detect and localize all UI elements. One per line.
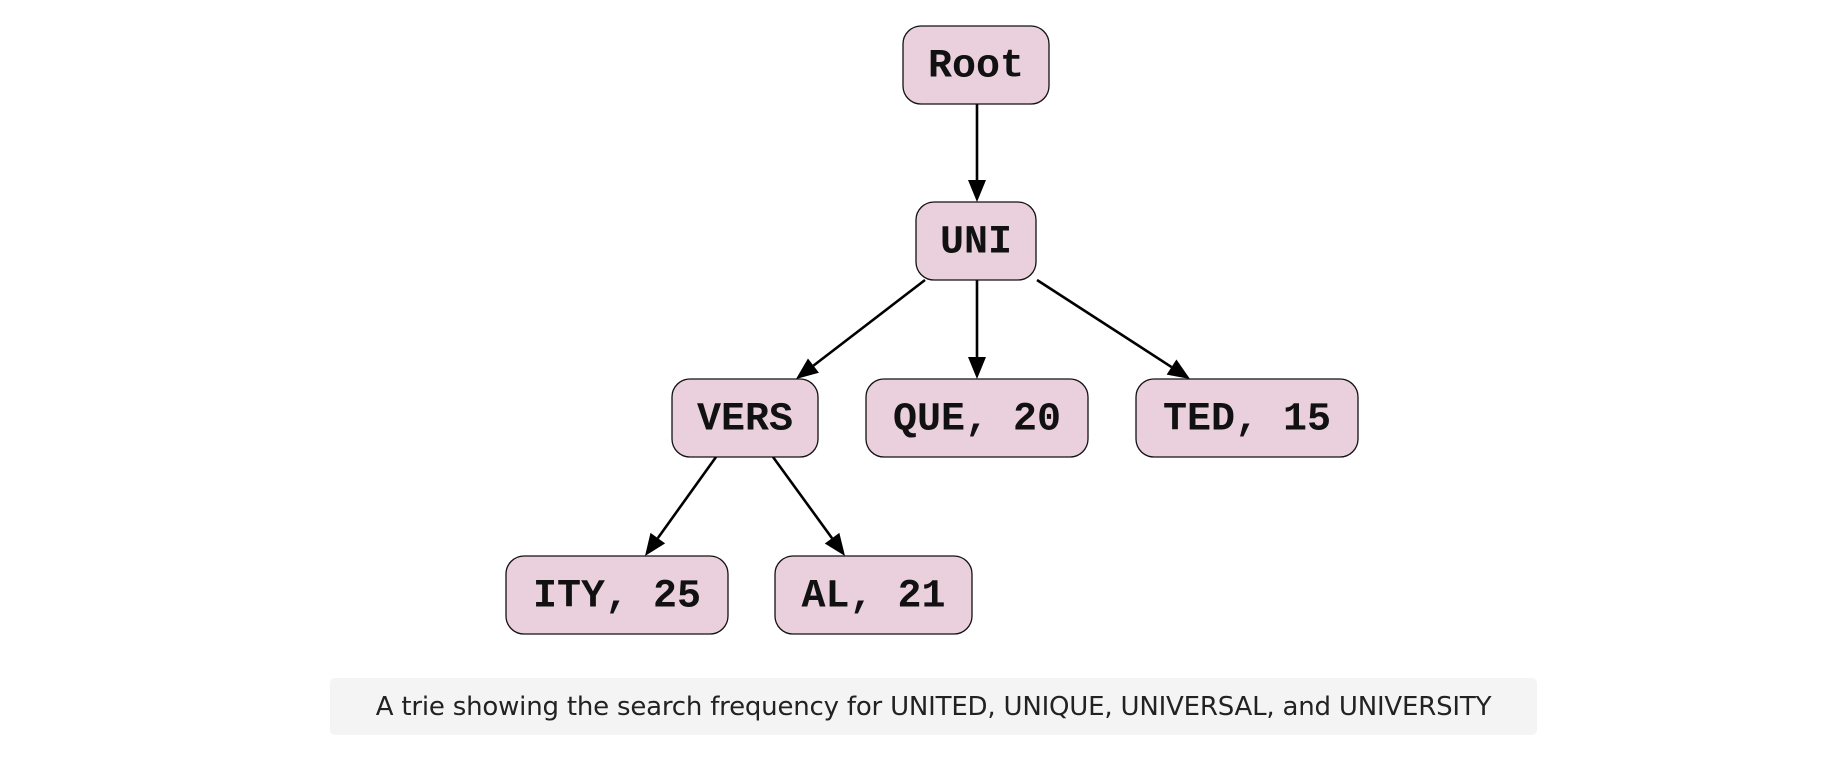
node-box	[671, 378, 819, 458]
edge-vers-ity	[645, 456, 718, 556]
node-box	[915, 201, 1037, 281]
node-box	[865, 378, 1089, 458]
node-que: QUE, 20	[865, 378, 1089, 458]
arrowhead-icon	[796, 358, 819, 379]
edge-line	[656, 456, 718, 539]
node-label: Root	[928, 45, 1024, 90]
node-ted: TED, 15	[1135, 378, 1359, 458]
node-vers: VERS	[671, 378, 819, 458]
node-label: TED, 15	[1163, 398, 1331, 443]
node-box	[902, 25, 1050, 105]
node-root: Root	[902, 25, 1050, 105]
edge-line	[812, 278, 926, 367]
edge-uni-ted	[1036, 278, 1190, 379]
caption-box: A trie showing the search frequency for …	[330, 678, 1537, 735]
node-al: AL, 21	[774, 555, 973, 635]
node-box	[1135, 378, 1359, 458]
edge-uni-vers	[796, 278, 926, 379]
arrowhead-icon	[645, 532, 666, 556]
caption: A trie showing the search frequency for …	[375, 691, 1492, 722]
node-ity: ITY, 25	[505, 555, 729, 635]
edges	[645, 104, 1190, 556]
arrowhead-icon	[968, 357, 986, 379]
arrowhead-icon	[1166, 359, 1190, 379]
node-box	[505, 555, 729, 635]
node-label: UNI	[940, 221, 1012, 266]
node-uni: UNI	[915, 201, 1037, 281]
arrowhead-icon	[824, 532, 845, 556]
node-label: ITY, 25	[533, 575, 701, 620]
arrowhead-icon	[968, 180, 986, 202]
node-label: AL, 21	[801, 575, 945, 620]
edge-vers-al	[771, 456, 845, 556]
edge-root-uni	[968, 104, 986, 202]
node-label: QUE, 20	[893, 398, 1061, 443]
edge-line	[771, 456, 834, 539]
edge-line	[1036, 278, 1173, 369]
node-box	[774, 555, 973, 635]
node-label: VERS	[697, 398, 793, 443]
edge-uni-que	[968, 280, 986, 379]
